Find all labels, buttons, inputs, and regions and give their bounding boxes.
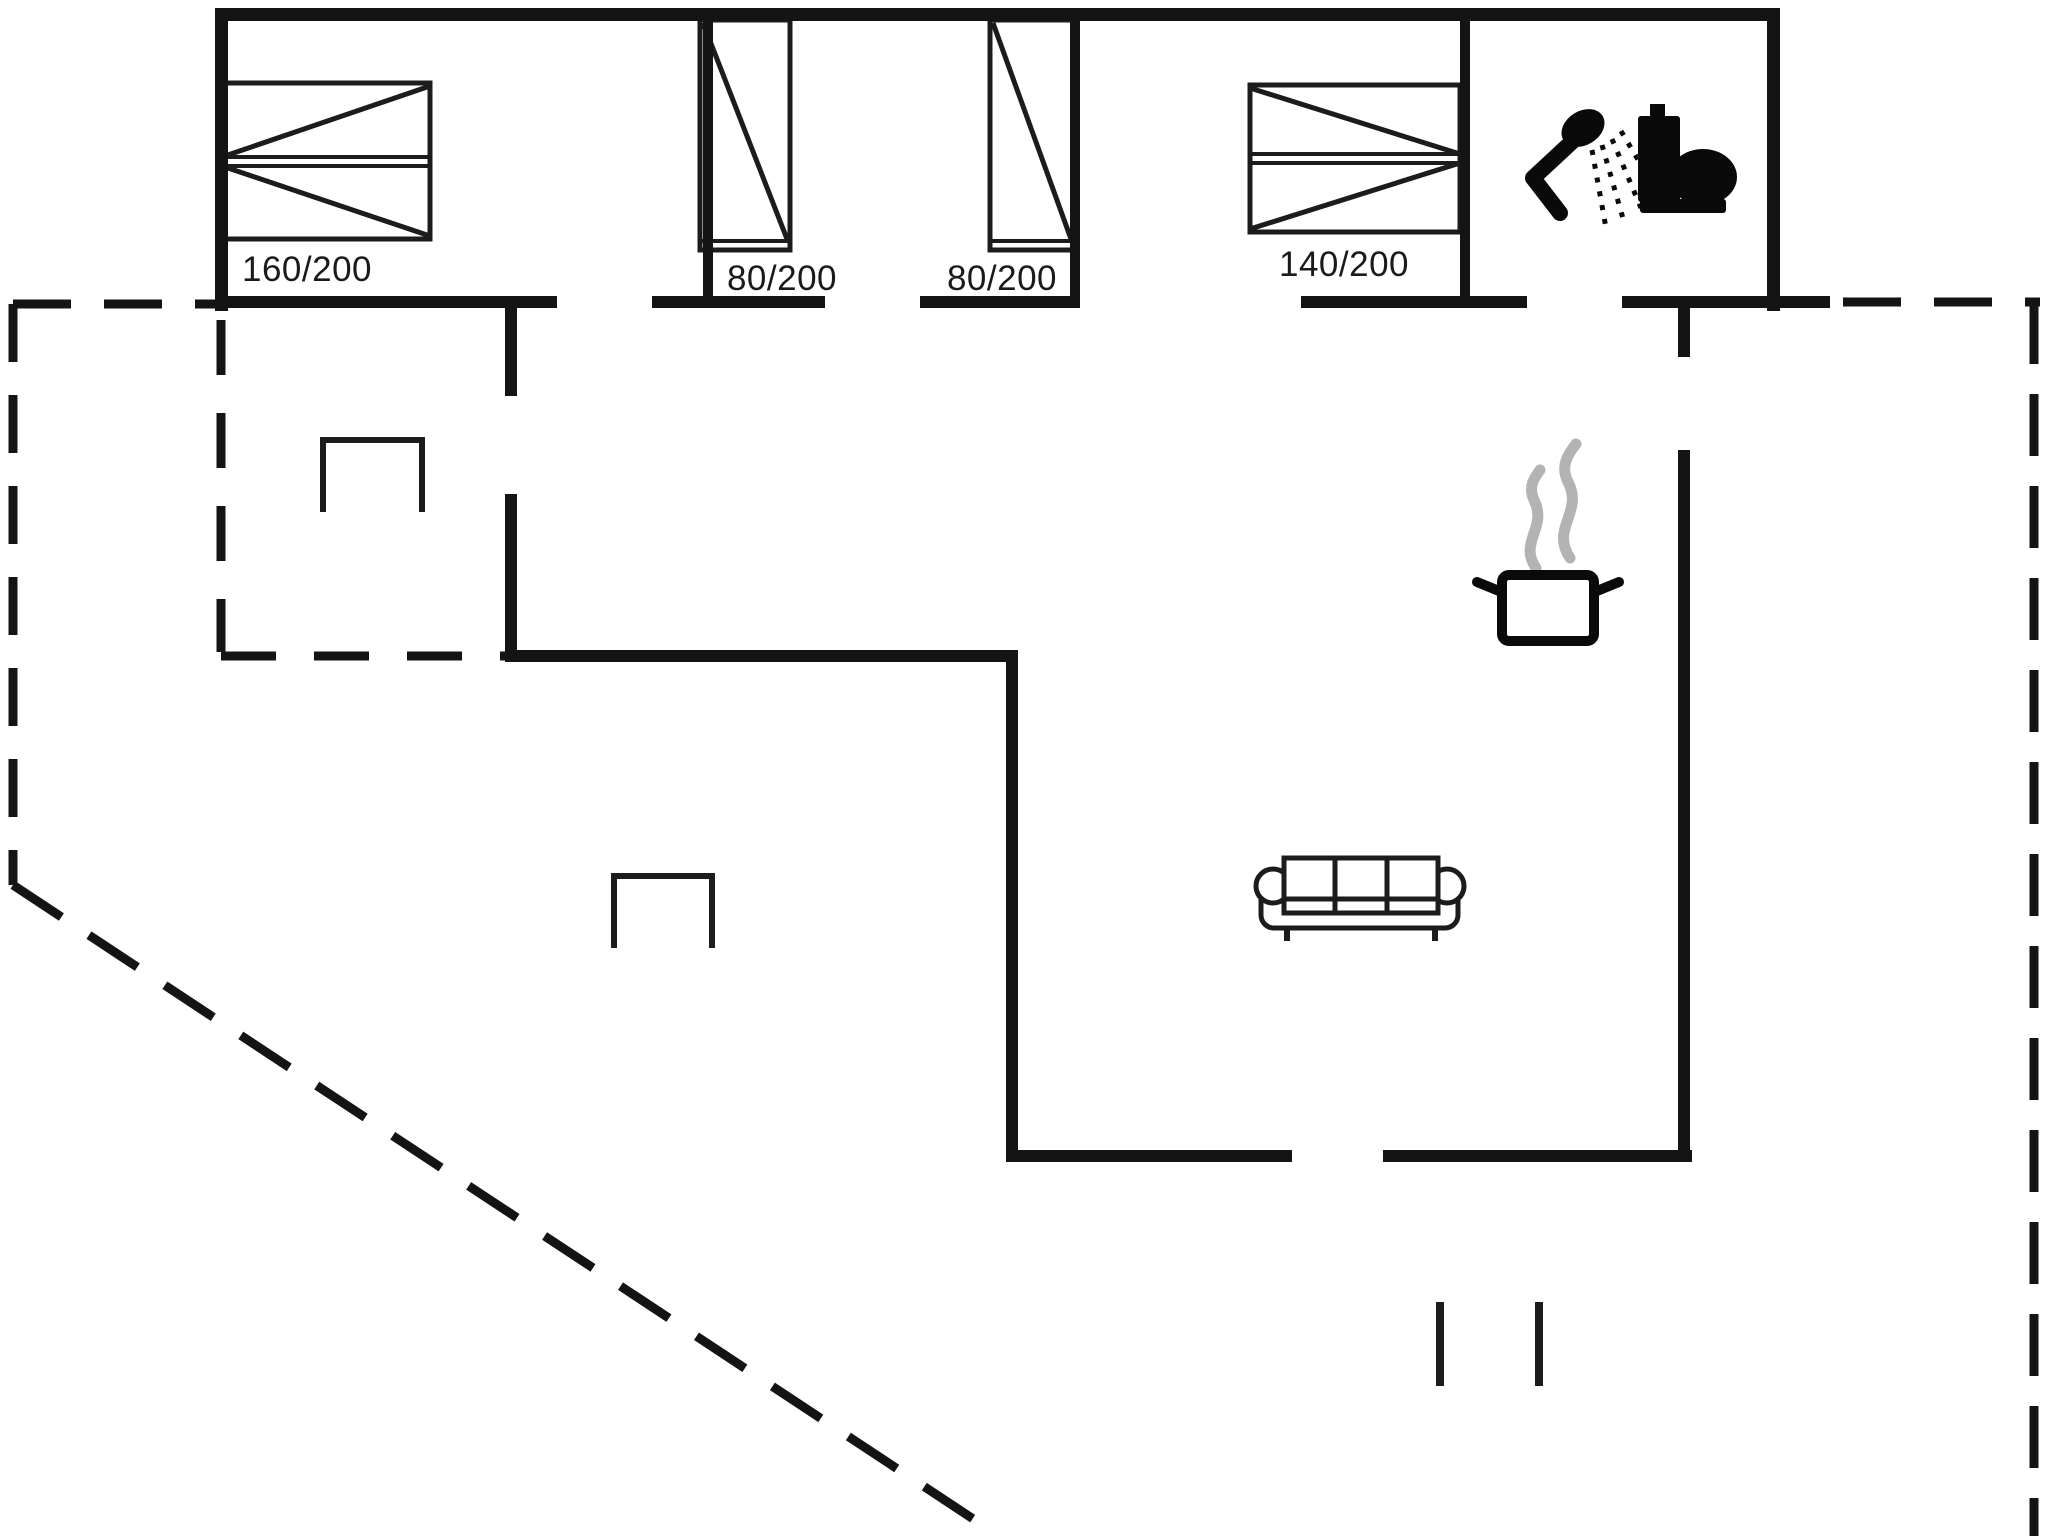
bed-frame [219, 80, 433, 242]
wall-bedroom3-south [1301, 296, 1527, 308]
double-bed-140-symbol [1247, 82, 1463, 235]
wall-living-east-main [1678, 450, 1690, 1162]
wall-living-east-stub [1678, 308, 1690, 357]
wall-top-exterior [215, 8, 1780, 21]
single-bed-80-left-symbol [697, 17, 793, 253]
sofa-symbol [1253, 855, 1467, 941]
wall-kitchen-south [505, 650, 1018, 662]
niche-marker-living [611, 873, 715, 948]
shower-handle [1525, 131, 1583, 221]
toilet-icon [1638, 104, 1737, 213]
steam-icon [1524, 438, 1582, 574]
bed-diagonal [990, 22, 1074, 240]
wall-bedroom2-south-left [652, 296, 825, 308]
bed-frame [1247, 82, 1463, 235]
bed-diagonal [1249, 160, 1461, 232]
terrace-outline [8, 297, 2040, 1536]
niche-marker-hall [320, 437, 425, 512]
bed-diagonal [1249, 85, 1461, 157]
wall-partition-bedroom2-bedroom3 [1070, 20, 1080, 296]
bed-size-label: 80/200 [947, 259, 1057, 298]
wall-bathroom-south [1622, 296, 1830, 308]
terrace-outline-diagonal [10, 881, 1002, 1536]
bed-diagonal [221, 83, 431, 160]
terrace-door-marks [1436, 1302, 1543, 1386]
single-bed-80-right-symbol [987, 17, 1077, 253]
wall-right-exterior [1767, 8, 1780, 311]
toilet-base [1640, 199, 1726, 213]
shower-icon [1525, 109, 1659, 229]
bed-diagonal [221, 163, 431, 239]
bed-size-label: 80/200 [727, 259, 837, 298]
wall-bedroom2-south-right [920, 296, 1080, 308]
wall-left-exterior [215, 8, 228, 311]
bed-size-label: 160/200 [242, 250, 372, 289]
wall-living-south-right [1383, 1150, 1692, 1162]
wall-hall-west-upper [505, 308, 517, 396]
bed-diagonal [700, 22, 790, 240]
wall-bathroom-west [1460, 20, 1470, 296]
toilet-flush-button [1650, 104, 1665, 118]
bed-size-label: 140/200 [1279, 245, 1409, 284]
wall-partition-bedroom1-bedroom2 [703, 20, 713, 296]
wall-living-west [1006, 650, 1018, 1162]
sofa-cushions [1281, 855, 1441, 916]
double-bed-160-symbol [219, 80, 433, 242]
wall-hall-west-lower [505, 494, 517, 662]
wall-bedroom1-south [215, 296, 557, 308]
pot-body [1497, 570, 1599, 646]
toilet-bowl [1669, 149, 1737, 205]
cooking-pot-icon [1472, 438, 1624, 646]
wall-living-south-left [1006, 1150, 1292, 1162]
